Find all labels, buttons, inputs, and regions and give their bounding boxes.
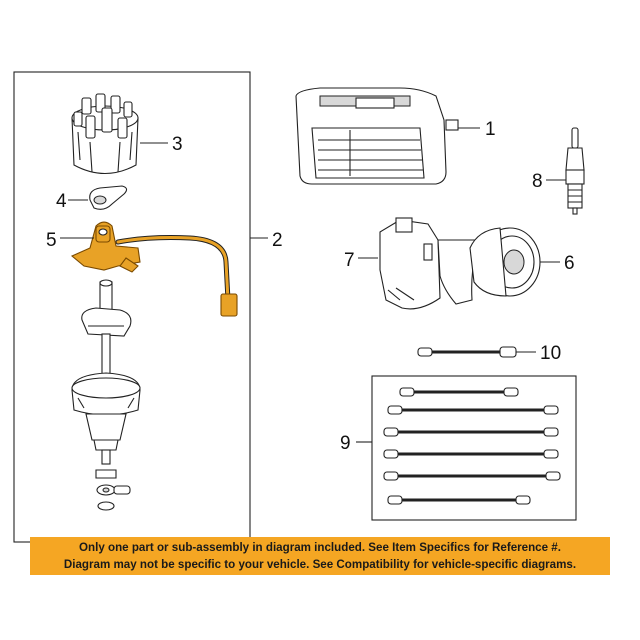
spark-plug — [565, 127, 585, 215]
callout-8: 8 — [532, 171, 543, 192]
distributor-body — [71, 279, 141, 465]
distributor-hardware — [95, 469, 131, 511]
callout-5: 5 — [46, 230, 57, 251]
callout-10: 10 — [540, 343, 561, 364]
disclaimer-banner: Only one part or sub-assembly in diagram… — [30, 537, 610, 575]
callout-2: 2 — [272, 230, 283, 251]
spark-plug-wire-set — [383, 387, 561, 505]
pickup-coil-highlighted — [70, 221, 238, 317]
disclaimer-line-2: Diagram may not be specific to your vehi… — [63, 558, 577, 571]
disclaimer-line-1: Only one part or sub-assembly in diagram… — [79, 541, 561, 554]
callout-1: 1 — [485, 119, 496, 140]
rotor — [89, 185, 128, 210]
callout-7: 7 — [344, 250, 355, 271]
callout-4: 4 — [56, 191, 67, 212]
ignition-control-module — [295, 87, 459, 185]
distributor-cap — [71, 93, 139, 174]
coil-wire — [417, 346, 517, 358]
ignition-coil-bracket — [379, 217, 481, 310]
wire-set-frame — [371, 375, 577, 521]
callout-9: 9 — [340, 433, 351, 454]
callout-6: 6 — [564, 253, 575, 274]
pulley — [469, 227, 541, 297]
callout-3: 3 — [172, 134, 183, 155]
